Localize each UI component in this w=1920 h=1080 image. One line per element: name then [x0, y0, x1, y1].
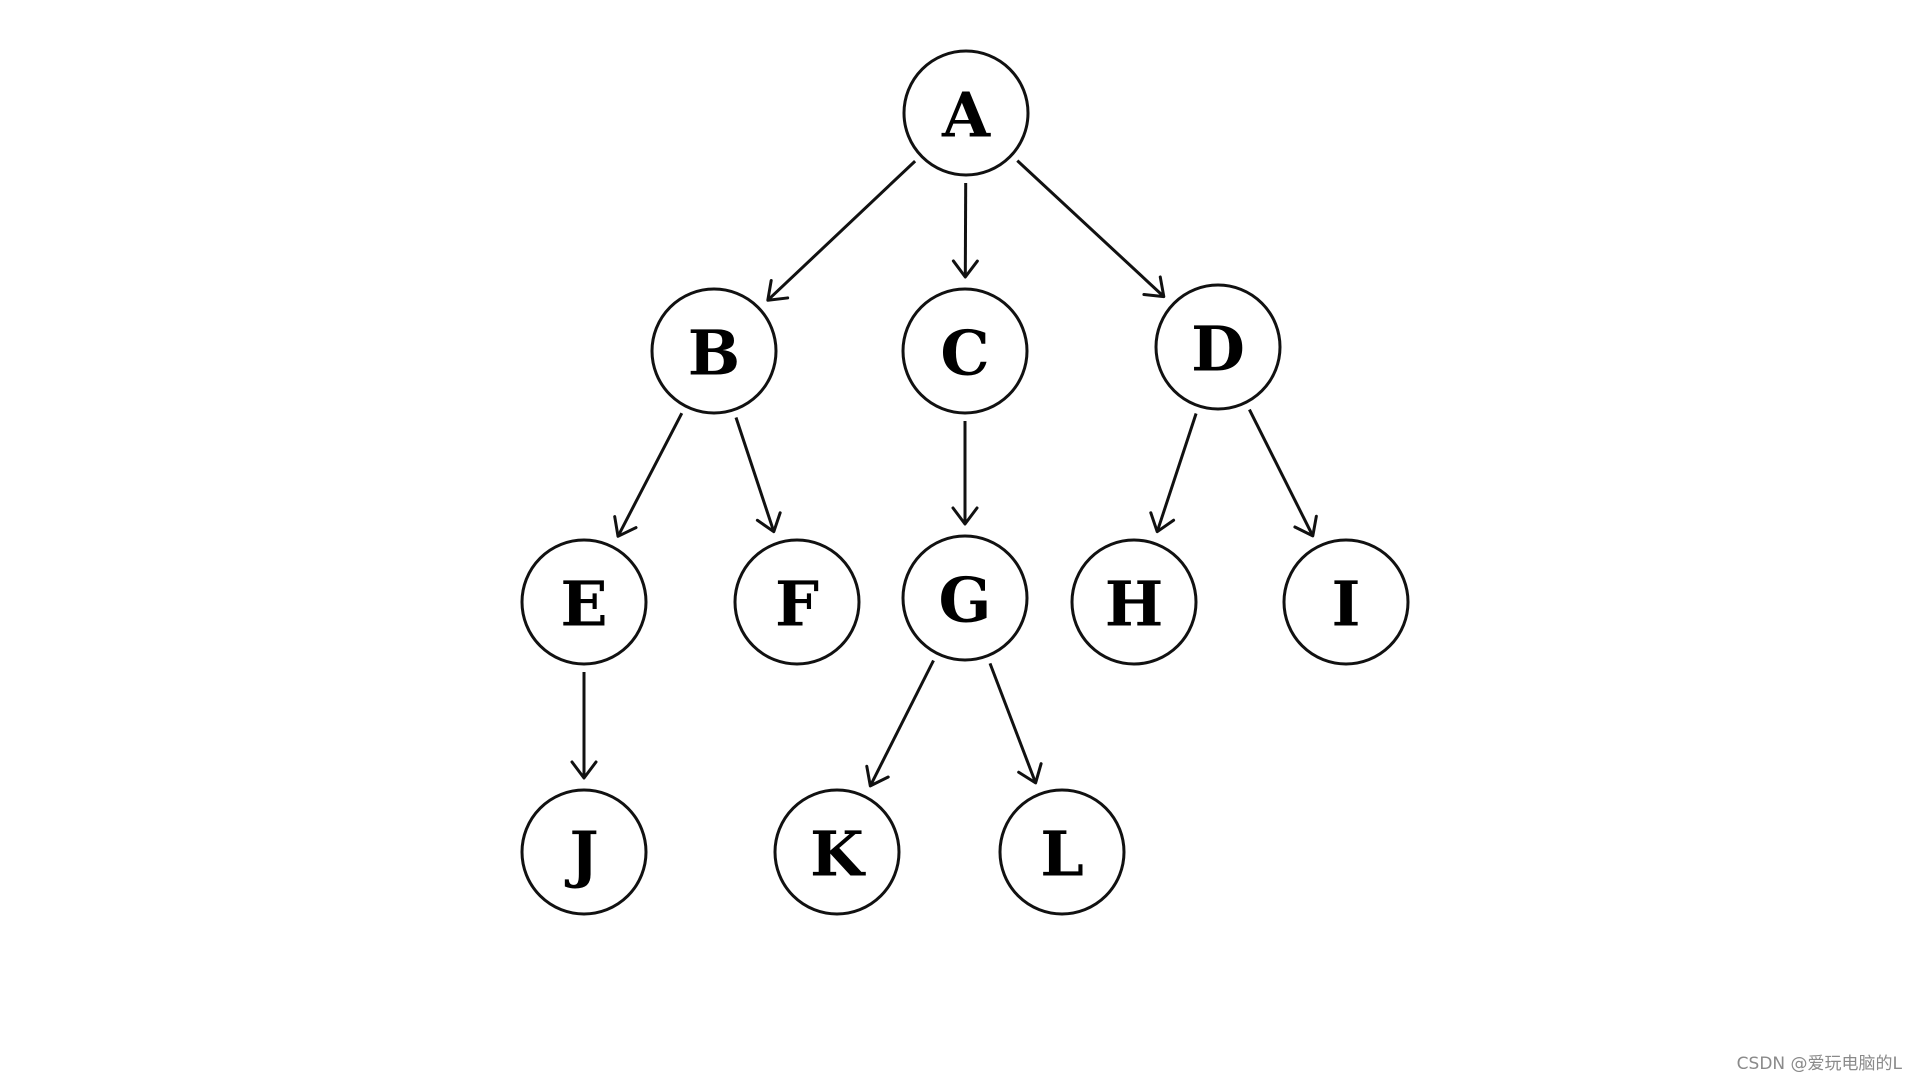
node-label: F [775, 568, 819, 641]
node-label: G [939, 564, 992, 637]
node-label: J [564, 818, 598, 891]
node-circle [733, 538, 861, 666]
node-j: J [520, 788, 648, 916]
node-circle [1282, 538, 1410, 666]
node-label: K [810, 818, 866, 891]
edge-b-to-e [613, 412, 684, 538]
node-label: E [560, 568, 607, 641]
node-a: A [902, 49, 1030, 177]
node-circle [520, 788, 648, 916]
node-g: G [901, 534, 1029, 662]
node-e: E [520, 538, 648, 666]
node-label: I [1331, 568, 1360, 641]
edge-g-to-l [988, 662, 1043, 785]
node-circle [520, 538, 648, 666]
node-circle [902, 49, 1030, 177]
nodes-layer: A B C D E F G H I J K L [520, 49, 1410, 916]
node-b: B [650, 287, 778, 415]
node-circle [773, 788, 901, 916]
node-label: A [941, 79, 991, 152]
edge-g-to-k [865, 659, 935, 788]
node-label: B [688, 317, 740, 390]
node-l: L [998, 788, 1126, 916]
node-h: H [1070, 538, 1198, 666]
node-label: C [940, 317, 989, 390]
node-k: K [773, 788, 901, 916]
node-label: L [1040, 818, 1084, 891]
node-circle [901, 287, 1029, 415]
edge-d-to-h [1149, 413, 1198, 534]
watermark-text: CSDN @爱玩电脑的L [1736, 1054, 1902, 1074]
node-c: C [901, 287, 1029, 415]
node-d: D [1154, 283, 1282, 411]
node-circle [650, 287, 778, 415]
node-circle [998, 788, 1126, 916]
node-i: I [1282, 538, 1410, 666]
node-circle [1070, 538, 1198, 666]
node-label: D [1191, 313, 1245, 386]
node-f: F [733, 538, 861, 666]
edges-layer [570, 159, 1318, 788]
node-circle [901, 534, 1029, 662]
edge-a-to-b [766, 160, 917, 302]
node-circle [1154, 283, 1282, 411]
node-label: H [1105, 568, 1164, 641]
edge-a-to-d [1016, 159, 1166, 299]
edge-b-to-f [734, 417, 782, 534]
edge-d-to-i [1248, 408, 1318, 538]
